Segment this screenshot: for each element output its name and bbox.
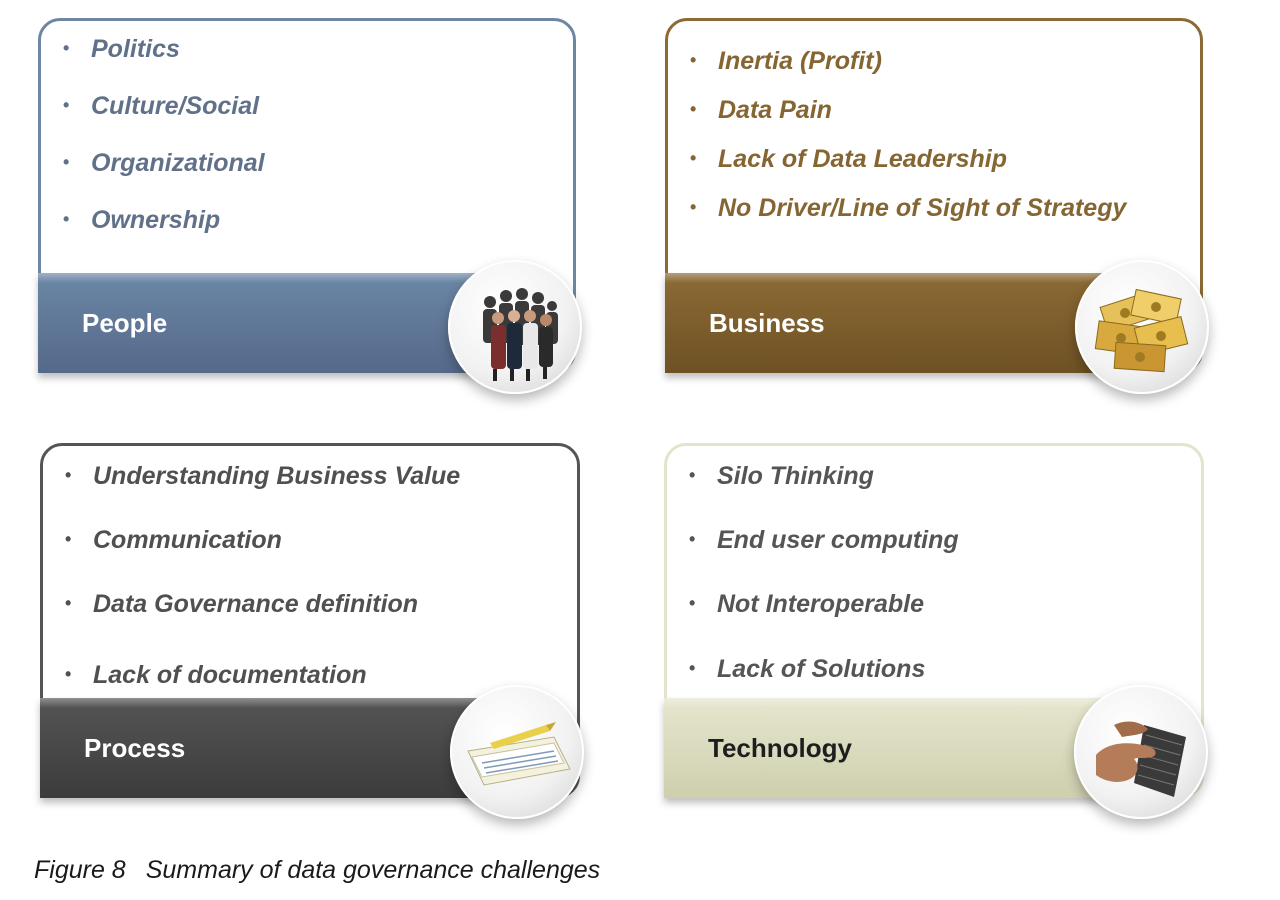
money-pile-icon [1094, 288, 1189, 373]
list-item: •Data Pain [690, 96, 832, 124]
card-business: •Inertia (Profit) •Data Pain •Lack of Da… [665, 18, 1203, 373]
business-image [1075, 260, 1209, 394]
list-item: •Not Interoperable [689, 590, 924, 618]
list-item: •Lack of Data Leadership [690, 145, 1007, 173]
figure-caption-text: Summary of data governance challenges [145, 856, 601, 884]
list-item: •No Driver/Line of Sight of Strategy [690, 194, 1127, 222]
list-item: •Culture/Social [63, 92, 260, 120]
list-item: •Silo Thinking [689, 462, 874, 490]
quadrant-people: •Politics •Culture/Social •Organizationa… [38, 18, 582, 398]
list-item: •Organizational [63, 149, 265, 177]
technology-image [1074, 685, 1208, 819]
list-item: •Inertia (Profit) [690, 47, 882, 75]
list-item: •Lack of documentation [65, 661, 367, 689]
quadrant-process: •Understanding Business Value •Communica… [40, 443, 590, 828]
figure-caption: Figure 8 Summary of data governance chall… [34, 856, 600, 885]
process-image [450, 685, 584, 819]
list-item: •Understanding Business Value [65, 462, 461, 490]
process-label-band: Process [40, 698, 510, 798]
list-item: •End user computing [689, 526, 959, 554]
label-process: Process [84, 732, 186, 763]
label-people: People [82, 307, 168, 338]
technology-label-band: Technology [664, 698, 1134, 798]
people-image [448, 260, 582, 394]
card-process: •Understanding Business Value •Communica… [40, 443, 580, 798]
quadrant-business: •Inertia (Profit) •Data Pain •Lack of Da… [665, 18, 1210, 398]
people-label-band: People [38, 273, 508, 373]
list-item: •Lack of Solutions [689, 655, 926, 683]
card-people: •Politics •Culture/Social •Organizationa… [38, 18, 576, 373]
label-business: Business [709, 307, 825, 338]
list-item: •Data Governance definition [65, 590, 419, 618]
figure-number: Figure 8 [34, 856, 126, 884]
crowd-of-people-icon [483, 288, 558, 381]
business-label-band: Business [665, 273, 1135, 373]
list-item: •Communication [65, 526, 282, 554]
quadrant-technology: •Silo Thinking •End user computing •Not … [664, 443, 1214, 828]
list-item: •Ownership [63, 206, 221, 234]
list-item: •Politics [63, 35, 180, 63]
documents-and-pen-icon [467, 722, 571, 786]
label-technology: Technology [708, 732, 852, 763]
hand-on-keyboard-icon [1096, 721, 1186, 797]
